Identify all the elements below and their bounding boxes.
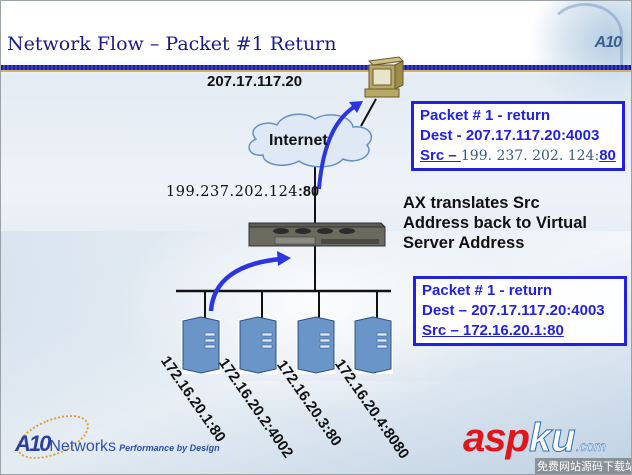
- server-icon-2: [238, 316, 278, 374]
- packet-top-src-prefix: Src –: [420, 147, 461, 164]
- watermark-chinese-text: 免费网站源码下载站!: [535, 458, 631, 474]
- packet-top-line2: Dest - 207.17.117.20:4003: [420, 127, 600, 144]
- title-rule-gold: [1, 70, 631, 72]
- footer-networks: Networks: [49, 438, 117, 455]
- packet-bottom-line2: Dest – 207.17.117.20:4003: [422, 302, 605, 319]
- packet-bottom-line1: Packet # 1 - return: [422, 282, 553, 299]
- vip-ip: 199.237.202.124: [166, 184, 299, 200]
- client-link: [360, 98, 377, 127]
- server-icon-4: [353, 316, 393, 374]
- slide-title: Network Flow – Packet #1 Return: [7, 33, 337, 55]
- arc-decoration: [547, 3, 623, 66]
- aspku-watermark: aspku.com 免费网站源码下载站!: [463, 416, 631, 474]
- packet-info-box-top: Packet # 1 - return Dest - 207.17.117.20…: [411, 101, 625, 171]
- packet-top-line1: Packet # 1 - return: [420, 107, 551, 124]
- return-arrow-upper: [317, 101, 363, 190]
- client-ip-label: 207.17.117.20: [207, 73, 303, 90]
- server-icon-1: [181, 316, 221, 374]
- packet-info-box-bottom: Packet # 1 - return Dest – 207.17.117.20…: [413, 276, 627, 346]
- return-arrow-lower: [208, 251, 291, 312]
- packet-top-src-ip: 199. 237. 202. 124:: [460, 148, 600, 164]
- internet-label: Internet: [269, 132, 328, 149]
- ax-translation-note: AX translates Src Address back to Virtua…: [403, 193, 587, 253]
- watermark-asp: asp: [463, 416, 530, 460]
- vip-label: 199.237.202.124:80: [166, 184, 319, 200]
- note-line-2: Address back to Virtual: [403, 214, 588, 232]
- client-computer-icon: [364, 56, 405, 98]
- corner-a10-logo: A10: [594, 34, 622, 51]
- vip-port: :80: [298, 184, 320, 200]
- packet-top-line3: Src – 199. 237. 202. 124:80: [420, 146, 616, 166]
- watermark-ku: ku: [528, 416, 576, 461]
- ax-load-balancer-icon: [248, 222, 386, 247]
- watermark-com: .com: [575, 438, 606, 454]
- footer-logo: A10Networks Performance by Design: [15, 431, 220, 457]
- internet-cloud-icon: [248, 113, 373, 168]
- corner-graphic: A10: [521, 1, 631, 101]
- footer-a10-mark: A10: [15, 431, 51, 456]
- packet-top-src-port: 80: [599, 147, 616, 164]
- footer-tagline: Performance by Design: [119, 443, 220, 453]
- note-line-3: Server Address: [403, 234, 525, 252]
- title-rule: [1, 65, 631, 70]
- packet-bottom-line3: Src – 172.16.20.1:80: [422, 322, 564, 339]
- note-line-1: AX translates Src: [403, 194, 540, 212]
- server-icon-3: [296, 316, 336, 374]
